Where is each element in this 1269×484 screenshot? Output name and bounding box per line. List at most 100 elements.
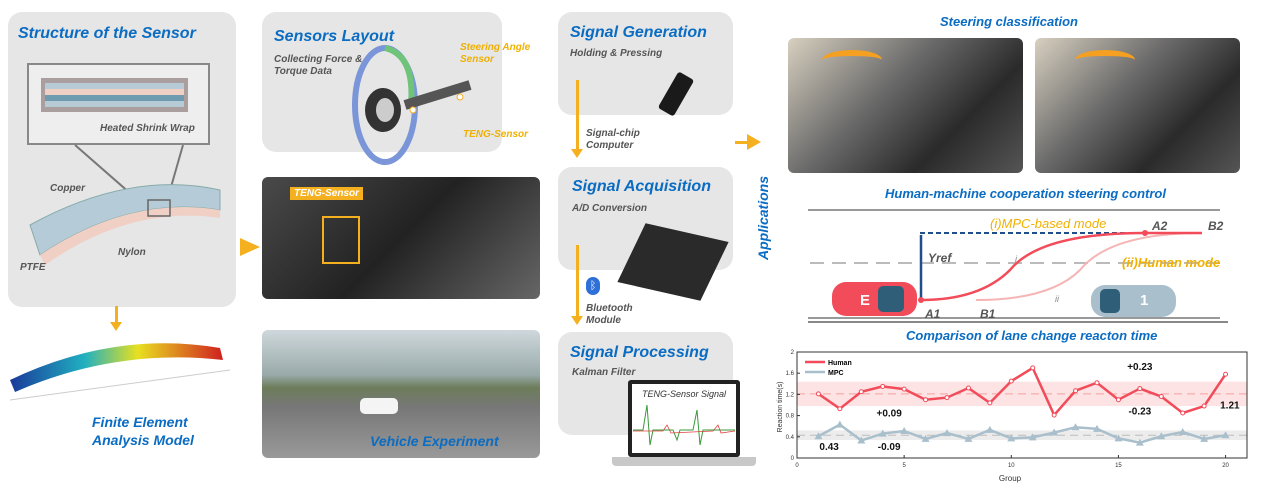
down-arrow: [571, 80, 583, 158]
ptfe-label: PTFE: [20, 262, 46, 273]
steering-angle-label-1: Steering Angle: [460, 42, 531, 53]
applications-label: Applications: [755, 176, 771, 261]
human-point: [987, 400, 993, 406]
down-arrow: [110, 306, 122, 331]
mpc-point: [921, 434, 930, 442]
path-i-label: i: [1015, 254, 1018, 264]
signal-processing-subtitle: Kalman Filter: [572, 367, 636, 378]
fea-model-plot: [9, 343, 231, 401]
human-point: [901, 386, 907, 392]
shrink-wrap-label: Heated Shrink Wrap: [100, 123, 195, 134]
rotate-right-arrow-icon: [1075, 50, 1135, 70]
right-arrow: [240, 238, 260, 256]
laptop-screen: [628, 380, 740, 457]
steering-classification-title: Steering classification: [940, 14, 1078, 29]
mpc-point: [1007, 434, 1016, 442]
mpc-point: [835, 420, 844, 428]
y-tick-label: 2: [791, 350, 795, 356]
x-axis-label: Group: [999, 474, 1022, 483]
legend-mpc-label: MPC: [828, 370, 844, 377]
x-tick-label: 5: [902, 463, 906, 469]
a2-label: A2: [1151, 219, 1168, 233]
annotation-mpc-minus: -0.09: [878, 442, 901, 453]
human-point: [944, 395, 950, 401]
mpc-point: [1028, 433, 1037, 441]
mpc-point: [1071, 423, 1080, 431]
steering-wheel-model: [352, 45, 472, 165]
vehicle-experiment-photo: [262, 330, 540, 458]
annotation-human-plus: +0.23: [1127, 362, 1153, 373]
series-line-human: [817, 366, 1227, 418]
mpc-point: [1200, 434, 1209, 442]
sensors-layout-subtitle-1: Collecting Force &: [274, 54, 363, 65]
y-tick-label: 1.6: [786, 371, 795, 377]
human-point: [1008, 378, 1014, 384]
human-point: [1030, 365, 1036, 371]
mpc-point: [1093, 424, 1101, 432]
ego-car-label: E: [860, 292, 870, 309]
y-tick-label: 1.2: [786, 392, 795, 398]
annotation-mpc-plus: +0.09: [876, 409, 902, 420]
legend-human-label: Human: [828, 360, 852, 367]
copper-label: Copper: [50, 183, 85, 194]
chip-label-1: Signal-chip: [586, 128, 640, 139]
human-mode-label: (ii)Human mode: [1122, 255, 1220, 270]
mpc-point: [1114, 434, 1123, 442]
human-point: [1137, 386, 1143, 392]
vehicle-experiment-title: Vehicle Experiment: [370, 433, 499, 449]
signal-processing-title: Signal Processing: [570, 344, 709, 361]
human-point: [880, 383, 886, 389]
bluetooth-label-2: Module: [586, 315, 621, 326]
b1-label: B1: [980, 307, 996, 320]
bluetooth-label-1: Bluetooth: [586, 303, 633, 314]
lane-change-diagram: E 1 (i)MPC-based mode (ii)Human mode Yre…: [808, 209, 1224, 320]
human-point: [1180, 410, 1186, 416]
mpc-point: [814, 432, 823, 440]
bluetooth-icon: ᛒ: [586, 277, 600, 295]
signal-waveform: [633, 404, 735, 446]
human-point: [1158, 394, 1164, 400]
mpc-point: [1050, 428, 1059, 436]
y-tick-label: 0.8: [786, 414, 795, 420]
y-tick-label: 0.4: [786, 435, 795, 441]
test-vehicle: [360, 398, 398, 414]
x-tick-label: 0: [795, 463, 799, 469]
laptop-base: [612, 457, 756, 466]
human-point: [1201, 403, 1207, 409]
sensors-layout-title: Sensors Layout: [274, 28, 395, 45]
other-car-label: 1: [1140, 292, 1148, 309]
right-arrow-head: [747, 134, 761, 150]
mpc-point: [857, 436, 866, 444]
steering-right-photo: [1035, 38, 1240, 173]
human-point: [1051, 412, 1057, 418]
hmc-title: Human-machine cooperation steering contr…: [885, 186, 1166, 201]
annotation-mpc-mean: 0.43: [819, 442, 839, 453]
human-point: [837, 406, 843, 412]
nylon-label: Nylon: [118, 247, 146, 258]
mpc-point: [964, 434, 973, 442]
human-point: [815, 391, 821, 397]
human-point: [858, 389, 864, 395]
mpc-point: [878, 429, 887, 437]
path-ii-label: ii: [1055, 294, 1060, 304]
right-arrow: [735, 141, 749, 144]
mpc-point: [1221, 431, 1230, 439]
human-point: [923, 397, 929, 403]
screen-title: TENG-Sensor Signal: [642, 389, 727, 399]
mpc-mode-label: (i)MPC-based mode: [990, 216, 1106, 231]
mpc-point: [1135, 438, 1144, 446]
b2-label: B2: [1208, 219, 1224, 233]
human-point: [965, 385, 971, 391]
reaction-time-chart: Comparison of lane change reacton time 0…: [777, 321, 1248, 483]
layer-stack: [41, 78, 188, 112]
signal-generation-title: Signal Generation: [570, 24, 707, 41]
annotation-human-minus: -0.23: [1128, 407, 1151, 418]
sensor-strip-diagram: [29, 144, 221, 265]
y-axis-label: Reaction time(s): [777, 382, 784, 433]
signal-acquisition-subtitle: A/D Conversion: [572, 203, 648, 214]
sensors-layout-subtitle-2: Torque Data: [274, 66, 332, 77]
down-arrow: [571, 245, 583, 325]
annotation-human-mean: 1.21: [1220, 401, 1240, 412]
structure-title: Structure of the Sensor: [18, 25, 196, 42]
chip-label-2: Computer: [586, 140, 634, 151]
